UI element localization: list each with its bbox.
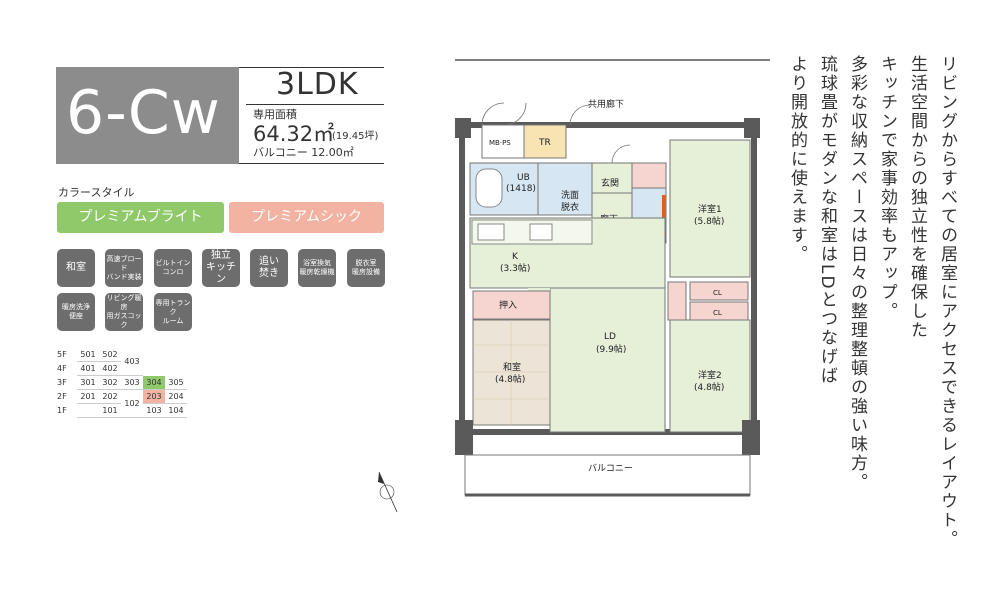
japanese-room (472, 319, 551, 426)
cl-label-1: CL (713, 289, 722, 297)
mbps-label: MB·PS (489, 139, 511, 147)
unit-cell (77, 403, 99, 418)
stove (477, 223, 505, 241)
feature-washlet-icon: 暖房洗浄 便座 (57, 293, 95, 331)
kitchen-size: (3.3帖) (500, 262, 530, 274)
kitchen-label: K (512, 252, 519, 262)
description-line-5: 琉球畳がモダンな和室はLDとつなげば (817, 55, 837, 386)
unit-cell: 201 (77, 389, 99, 404)
floor-label: 2F (57, 392, 67, 401)
shoe-closet (631, 162, 667, 189)
area-label: 専用面積 (253, 108, 297, 121)
western2-size: (4.8帖) (694, 381, 724, 393)
tr-room (523, 124, 567, 159)
oshiire-label: 押入 (499, 299, 517, 311)
ld-label: LD (604, 332, 616, 342)
tatami-pattern (473, 320, 550, 425)
unit-cell: 301 (77, 375, 99, 390)
north-arrow-icon (378, 471, 398, 513)
corridor-label: 共用廊下 (588, 98, 624, 110)
feature-dressing-heater-icon: 脱衣室 暖房設備 (347, 249, 385, 287)
unit-cell: 102 (121, 389, 143, 418)
western1-size: (5.8帖) (694, 215, 724, 227)
structural-columns (455, 118, 760, 455)
unit-cell: 502 (99, 348, 121, 362)
feature-gas-cock-icon: リビング暖房 用ガスコック (105, 293, 143, 331)
area-value: 64.32㎡ (253, 122, 335, 146)
sink (529, 223, 553, 241)
entrance-label: 玄関 (601, 177, 619, 189)
unit-cell: 101 (99, 403, 121, 418)
washroom-label-2: 脱衣 (561, 201, 579, 213)
door-swings (481, 102, 631, 164)
floor-table: 5F 501 502 403 4F 401 402 3F 301 302 303… (57, 348, 187, 418)
unit-cell: 204 (165, 389, 187, 404)
description-line-1: リビングからすべての居室にアクセスできるレイアウト。 (937, 55, 957, 549)
balcony-area (464, 454, 751, 496)
tr-label: TR (538, 138, 551, 148)
unit-cell: 303 (121, 375, 143, 390)
area-tsubo: (19.45坪) (332, 131, 379, 142)
unit-cell: 501 (77, 348, 99, 362)
unit-type-panel (56, 67, 239, 164)
description-line-2: 生活空間からの独立性を確保した (907, 55, 927, 340)
western-room-1 (669, 139, 751, 278)
unit-cell: 305 (165, 375, 187, 390)
description-line-4: 多彩な収納スペースは日々の整理整頓の強い味方。 (847, 55, 867, 492)
floor-label: 5F (57, 350, 67, 360)
western1-label: 洋室1 (698, 203, 722, 215)
entrance (591, 162, 633, 194)
unit-cell: 401 (77, 361, 99, 376)
description-line-3: キッチンで家事効率もアップ。 (877, 55, 897, 321)
japanese-size: (4.8帖) (495, 373, 525, 385)
layout-box (239, 67, 384, 164)
ub-size: (1418) (506, 184, 536, 194)
floor-label: 4F (57, 364, 67, 373)
bathtub (475, 168, 503, 208)
ub-label: UB (517, 173, 530, 183)
washroom (537, 162, 593, 216)
feature-independent-kitchen-icon: 独立 キッチン (202, 249, 240, 287)
feature-bath-dryer-icon: 浴室換気 暖房乾燥機 (298, 249, 336, 287)
description-line-6: より開放的に使えます。 (787, 55, 807, 264)
divider (246, 104, 384, 105)
feature-washitsu-icon: 和室 (57, 249, 95, 287)
toilet-accent (662, 195, 666, 233)
feature-broadband-icon: 高速ブロード バンド実装 (105, 249, 143, 287)
unit-cell: 402 (99, 361, 121, 376)
feature-trunk-room-icon: 専用トランク ルーム (154, 293, 192, 331)
floor-label: 3F (57, 378, 67, 387)
unit-cell-highlight: 304 (143, 375, 165, 390)
cl-closet-1 (689, 281, 749, 301)
washroom-label-1: 洗面 (561, 189, 579, 201)
oshiire (472, 290, 551, 320)
layout-type: 3LDK (276, 67, 359, 102)
balcony-area: バルコニー 12.00㎡ (253, 146, 354, 159)
balcony-label: バルコニー (588, 463, 633, 474)
living-dining (549, 287, 666, 433)
unit-cell-highlight: 203 (143, 389, 165, 404)
western-room-2 (669, 319, 751, 433)
feature-reheat-bath-icon: 追い 焚き (250, 249, 288, 287)
floor-plan: 共用廊下 MB·PS TR UB (1418) 洗面 脱衣 玄関 廊下 便所 洋… (378, 59, 770, 513)
cl-label-2: CL (713, 309, 722, 317)
japanese-label: 和室 (503, 361, 521, 373)
unit-cell: 104 (165, 403, 187, 418)
style-premium-bright-button[interactable]: プレミアムブライト (57, 202, 224, 233)
style-premium-chic-button[interactable]: プレミアムシック (229, 202, 384, 233)
floor-label: 1F (57, 406, 67, 415)
unit-cell: 403 (121, 348, 143, 376)
side-closet (667, 281, 687, 321)
ld-size: (9.9帖) (596, 343, 626, 355)
feature-builtin-stove-icon: ビルトイン コンロ (154, 249, 192, 287)
unit-cell: 202 (99, 389, 121, 404)
color-style-label: カラースタイル (58, 186, 135, 199)
unit-cell: 302 (99, 375, 121, 390)
unit-cell: 103 (143, 403, 165, 418)
western2-label: 洋室2 (698, 369, 722, 381)
unit-type-code: 6-Cw (66, 78, 221, 148)
